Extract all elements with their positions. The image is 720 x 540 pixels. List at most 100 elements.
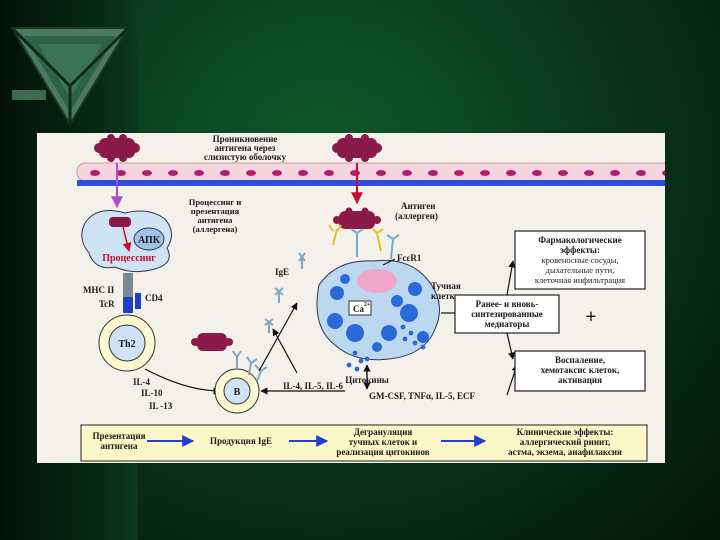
svg-text:антигена: антигена xyxy=(101,441,138,451)
svg-text:астма, экзема, анафилаксия: астма, экзема, анафилаксия xyxy=(508,447,622,457)
svg-text:антигена через: антигена через xyxy=(215,143,276,153)
svg-text:дыхательные пути,: дыхательные пути, xyxy=(546,265,615,275)
b-cell: B xyxy=(214,368,260,414)
svg-text:2+: 2+ xyxy=(364,302,371,308)
epithelial-nucleus xyxy=(506,170,516,176)
epithelial-nucleus xyxy=(610,170,620,176)
svg-text:(аллергена): (аллергена) xyxy=(193,224,238,234)
svg-text:Процессинг: Процессинг xyxy=(102,253,156,264)
th2-to-b-arrow xyxy=(144,368,221,395)
epithelial-nucleus xyxy=(246,170,256,176)
svg-text:реализация цитокинов: реализация цитокинов xyxy=(336,447,429,457)
svg-text:CD4: CD4 xyxy=(145,293,163,303)
pharma-box: Фармакологические эффекты: кровеносные с… xyxy=(514,230,646,290)
svg-text:антигена: антигена xyxy=(198,215,234,225)
summary-bar: Презентация антигена Продукция IgE Дегра… xyxy=(80,424,648,462)
inflammation-box: Воспаление, хемотаксис клеток, активация xyxy=(514,350,646,392)
epithelial-nucleus xyxy=(376,170,386,176)
epithelial-nucleus xyxy=(194,170,204,176)
th2-cell: Th2 xyxy=(98,314,156,372)
svg-text:Дегрануляция: Дегрануляция xyxy=(354,427,413,437)
svg-text:IL-10: IL-10 xyxy=(141,388,163,398)
mediators-box: Ранее- и вновь- синтезированные медиатор… xyxy=(454,294,560,334)
svg-text:(аллерген): (аллерген) xyxy=(395,211,438,221)
released-granule xyxy=(408,330,414,336)
free-ige xyxy=(264,252,306,333)
epithelial-nucleus xyxy=(558,170,568,176)
basement-membrane xyxy=(77,180,665,186)
mast-cell: Ca 2+ xyxy=(316,259,440,361)
antigen-top-left xyxy=(94,134,140,162)
epithelial-nucleus xyxy=(584,170,594,176)
svg-text:тучных клеток и: тучных клеток и xyxy=(349,437,418,447)
svg-text:слизистую оболочку: слизистую оболочку xyxy=(204,152,287,162)
epithelial-nucleus xyxy=(532,170,542,176)
svg-text:Ранее- и вновь-: Ранее- и вновь- xyxy=(476,299,539,309)
plus-sign: + xyxy=(585,306,596,328)
epithelial-nucleus xyxy=(272,170,282,176)
svg-text:клетка: клетка xyxy=(431,291,460,301)
svg-text:Процессинг и: Процессинг и xyxy=(189,197,242,207)
granule xyxy=(417,331,429,343)
svg-text:Антиген: Антиген xyxy=(401,201,435,211)
epithelial-nucleus xyxy=(454,170,464,176)
antigen-top-right xyxy=(332,134,382,162)
epithelial-nucleus xyxy=(168,170,178,176)
granule xyxy=(346,324,364,342)
triangle-logo-icon xyxy=(10,26,130,126)
cytokine-list: GM-CSF, TNFα, IL-5, ECF xyxy=(369,391,476,401)
svg-text:Тучная: Тучная xyxy=(431,281,461,291)
released-granule xyxy=(402,336,408,342)
granule xyxy=(408,282,422,296)
receptor-label: FcεR1 xyxy=(397,253,422,263)
epithelial-nucleus xyxy=(480,170,490,176)
svg-text:активация: активация xyxy=(558,375,602,385)
svg-text:хемотаксис клеток,: хемотаксис клеток, xyxy=(541,365,620,375)
svg-text:медиаторы: медиаторы xyxy=(485,319,530,329)
released-granule xyxy=(364,356,370,362)
interleukins-left: IL-4 IL-10 IL -13 xyxy=(133,377,173,411)
svg-text:TcR: TcR xyxy=(99,299,115,309)
epithelial-nucleus xyxy=(220,170,230,176)
epithelial-nucleus xyxy=(636,170,646,176)
epithelium xyxy=(76,162,665,186)
granule xyxy=(391,295,403,307)
epithelial-nucleus xyxy=(350,170,360,176)
granule xyxy=(381,325,397,341)
epithelial-nucleus xyxy=(142,170,152,176)
svg-text:Ca: Ca xyxy=(353,304,364,314)
svg-text:B: B xyxy=(234,387,241,398)
antigen-b-cell xyxy=(191,333,233,351)
svg-text:Фармакологические: Фармакологические xyxy=(538,235,621,245)
released-granule xyxy=(346,362,352,368)
mhc-tcr-complex: MHC II TcR CD4 xyxy=(83,273,163,313)
svg-text:кровеносные сосуды,: кровеносные сосуды, xyxy=(541,255,618,265)
epithelial-nucleus xyxy=(90,170,100,176)
released-granule xyxy=(412,340,418,346)
granule xyxy=(330,286,344,300)
epithelial-nucleus xyxy=(298,170,308,176)
title-text: Проникновение антигена через слизистую о… xyxy=(204,134,287,162)
svg-text:Продукция IgE: Продукция IgE xyxy=(210,436,272,446)
apc-cell: АПК Процессинг xyxy=(81,210,172,273)
released-granule xyxy=(354,366,360,372)
svg-text:IL-4: IL-4 xyxy=(133,377,151,387)
svg-text:аллергический ринит,: аллергический ринит, xyxy=(520,437,611,447)
svg-text:Клинические эффекты:: Клинические эффекты: xyxy=(517,427,614,437)
svg-text:MHC II: MHC II xyxy=(83,285,115,295)
epithelial-nucleus xyxy=(428,170,438,176)
svg-text:Воспаление,: Воспаление, xyxy=(555,355,605,365)
granule xyxy=(327,313,343,329)
processing-label: Процессинг и презентация антигена (аллер… xyxy=(189,197,242,234)
granule xyxy=(372,342,382,352)
antigen-label: Антиген (аллерген) xyxy=(395,201,438,221)
released-granule xyxy=(420,344,426,350)
svg-text:клеточная инфильтрация: клеточная инфильтрация xyxy=(535,275,625,285)
granule xyxy=(400,304,418,322)
epithelial-nucleus xyxy=(402,170,412,176)
released-granule xyxy=(352,350,358,356)
allergy-diagram: Проникновение антигена через слизистую о… xyxy=(37,133,665,463)
released-granule xyxy=(358,358,364,364)
bound-ige xyxy=(328,224,400,260)
